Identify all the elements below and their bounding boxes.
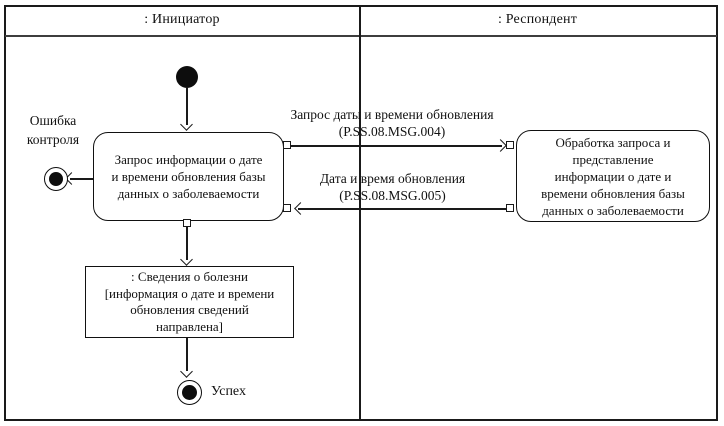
error-label-line: Ошибка	[29, 113, 77, 128]
error-final-node-core	[49, 172, 63, 186]
error-label-line: контроля	[26, 132, 80, 147]
message-request-title: Запрос даты и времени обновления	[290, 107, 494, 122]
success-outcome-label: Успех	[211, 384, 246, 399]
error-final-node-icon	[44, 167, 68, 191]
message-response-title: Дата и время обновления	[319, 171, 466, 186]
lane-header-respondent: : Респондент	[497, 12, 578, 27]
object-line: [информация о дате и времени	[104, 285, 275, 301]
activity-line: Обработка запроса и	[555, 134, 671, 150]
pin-icon	[506, 141, 514, 149]
activity-line: представление	[572, 151, 654, 167]
object-line: направлена]	[155, 318, 224, 334]
control-flow-error	[70, 178, 93, 180]
activity-line: данных о заболеваемости	[117, 186, 260, 201]
object-line: : Сведения о болезни	[131, 269, 248, 284]
activity-line: Запрос информации о дате	[114, 152, 263, 167]
activity-initiator-request: Запрос информации о дате и времени обнов…	[93, 132, 284, 221]
message-flow-request	[291, 145, 502, 147]
pin-icon	[283, 204, 291, 212]
object-state-node: : Сведения о болезни [информация о дате …	[85, 266, 294, 338]
pin-icon	[183, 219, 191, 227]
lane-header-underline	[5, 35, 717, 37]
control-flow-to-object	[186, 227, 188, 260]
activity-respondent-processing: Обработка запроса и представление информ…	[516, 130, 710, 222]
message-flow-response	[298, 208, 507, 210]
message-request-code: (P.SS.08.MSG.004)	[338, 124, 446, 139]
success-final-node-icon	[177, 380, 202, 405]
pin-icon	[283, 141, 291, 149]
error-outcome-label: Ошибка контроля	[8, 111, 98, 149]
activity-line: информации о дате и	[554, 168, 672, 184]
control-flow-to-final	[186, 338, 188, 371]
activity-line: данных о заболеваемости	[542, 202, 684, 218]
pin-icon	[506, 204, 514, 212]
success-final-node-core	[182, 385, 197, 400]
activity-line: и времени обновления базы	[111, 169, 266, 184]
diagram-frame	[4, 5, 718, 421]
lane-header-initiator: : Инициатор	[144, 12, 220, 27]
control-flow-start	[186, 88, 188, 125]
initial-node-icon	[176, 66, 198, 88]
activity-line: времени обновления базы	[541, 185, 685, 201]
lane-divider	[359, 5, 361, 421]
object-line: обновления сведений	[130, 302, 249, 317]
message-response-code: (P.SS.08.MSG.005)	[339, 188, 446, 203]
